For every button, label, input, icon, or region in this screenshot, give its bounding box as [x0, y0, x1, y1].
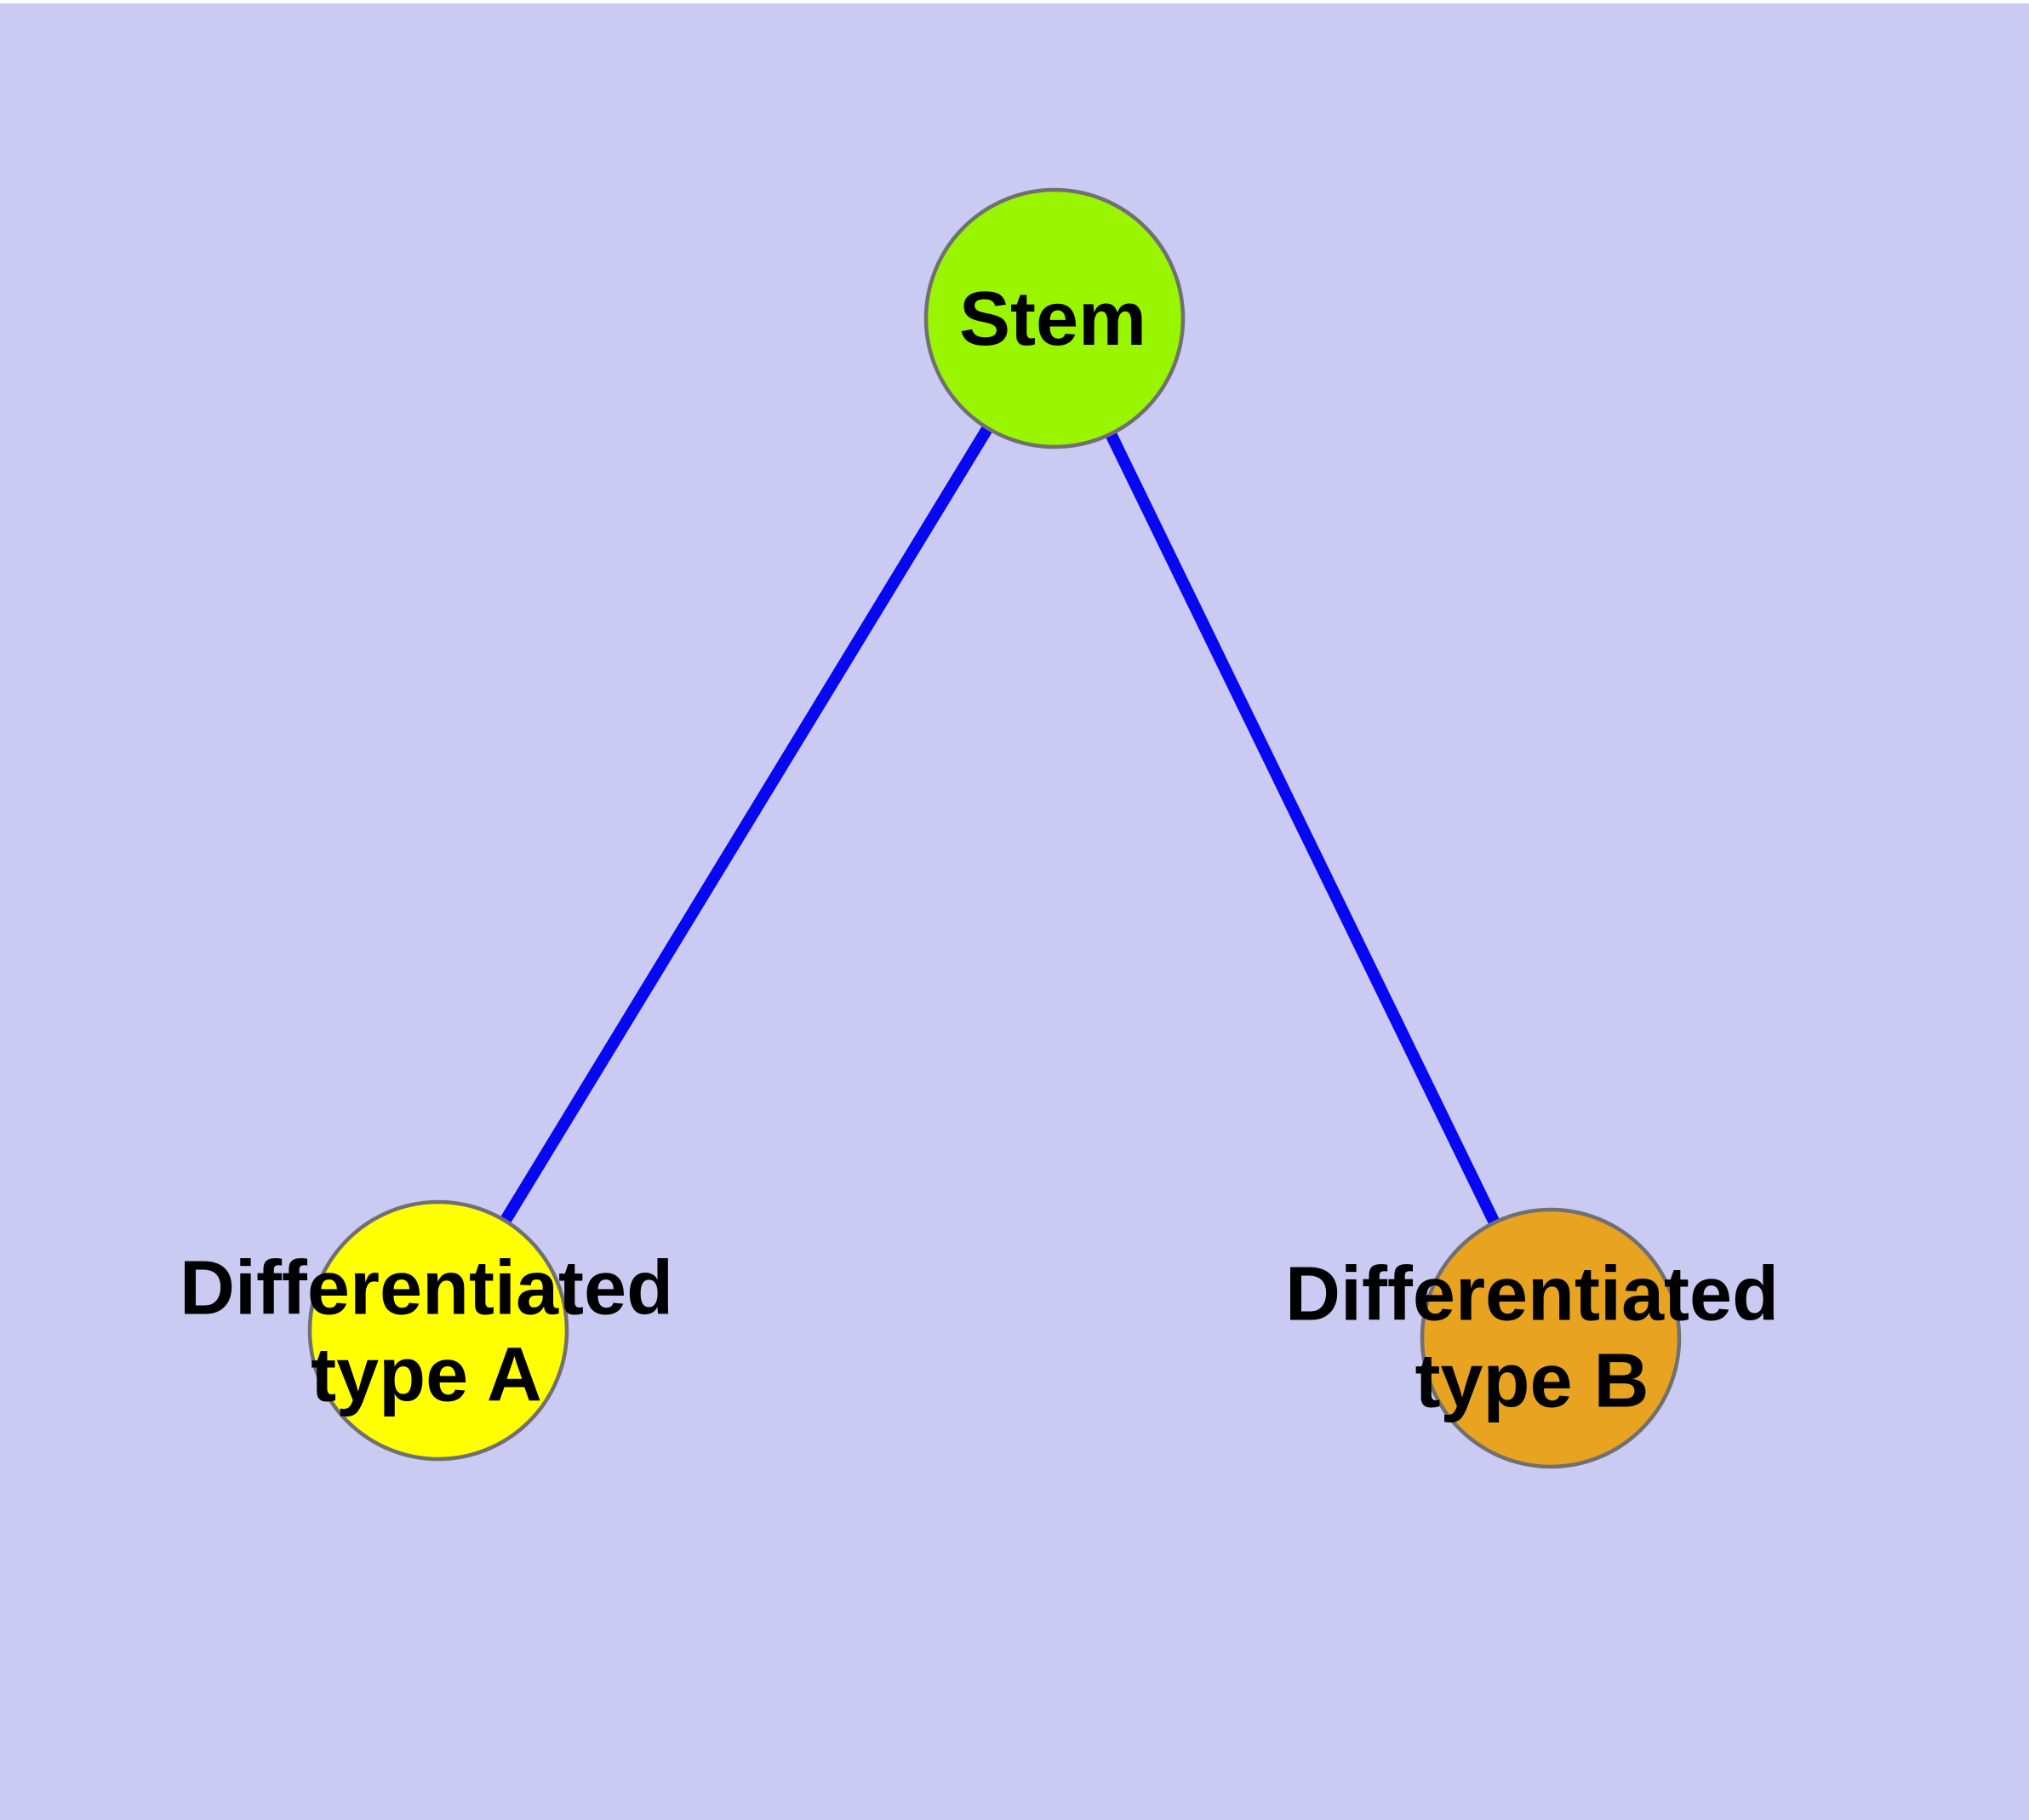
node-type-b-circle[interactable]	[1420, 1207, 1682, 1469]
node-type-b-label-line2: type B	[1415, 1338, 1649, 1423]
edge-stem-to-type-b[interactable]	[1049, 315, 1557, 1342]
node-type-b-label-line1: Differentiated	[1284, 1251, 1780, 1337]
node-type-a-label-line2: type A	[311, 1332, 542, 1417]
node-stem-circle[interactable]	[923, 187, 1186, 449]
node-type-a-label[interactable]: Differentiated type A	[180, 1245, 673, 1418]
node-type-a-label-line1: Differentiated	[179, 1245, 674, 1331]
window-top-edge	[0, 0, 2029, 3]
node-type-b-label[interactable]: Differentiated type B	[1285, 1251, 1779, 1424]
edge-stem-to-type-a[interactable]	[433, 315, 1060, 1334]
node-stem-label[interactable]: Stem	[959, 277, 1146, 363]
node-type-a-circle[interactable]	[307, 1199, 569, 1462]
node-stem-label-text: Stem	[958, 277, 1147, 363]
